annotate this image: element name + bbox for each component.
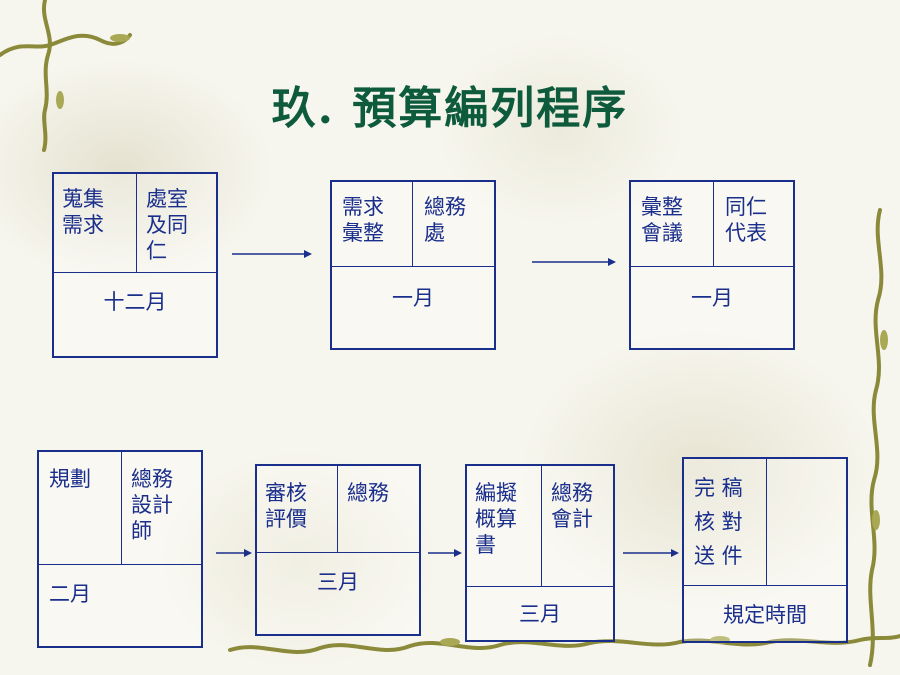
arrow-3 bbox=[216, 549, 252, 557]
page-title: 玖. 預算編列程序 bbox=[271, 83, 629, 134]
step-box-5: 審核 評價 總務 三月 bbox=[255, 464, 421, 636]
step-divider bbox=[337, 466, 338, 552]
step-box-2: 需求 彙整 總務 處 一月 bbox=[330, 180, 496, 350]
step-box-4: 規劃 總務 設計 師 二月 bbox=[37, 450, 203, 648]
step-owner: 總務 bbox=[347, 481, 389, 505]
step-header bbox=[257, 466, 419, 553]
step-divider bbox=[412, 182, 413, 266]
step-month: 規定時間 bbox=[723, 603, 807, 627]
step-divider bbox=[121, 452, 122, 564]
step-header bbox=[684, 459, 846, 586]
step-task: 規劃 bbox=[49, 467, 91, 491]
step-box-1: 蒐集 需求 處室 及同 仁 十二月 bbox=[52, 172, 218, 358]
arrow-1 bbox=[232, 250, 312, 258]
step-divider bbox=[136, 174, 137, 272]
step-divider bbox=[766, 459, 767, 585]
step-task: 編擬 概算 書 bbox=[475, 481, 517, 557]
step-owner: 同仁 代表 bbox=[725, 195, 767, 245]
arrow-4 bbox=[428, 549, 462, 557]
step-box-3: 彙整 會議 同仁 代表 一月 bbox=[629, 180, 795, 350]
step-owner: 總務 設計 師 bbox=[131, 467, 173, 543]
step-header bbox=[54, 174, 216, 273]
step-divider bbox=[713, 182, 714, 266]
step-box-7: 完 稿 核 對 送 件 規定時間 bbox=[682, 457, 848, 643]
step-header bbox=[631, 182, 793, 267]
step-task: 完 稿 核 對 送 件 bbox=[694, 476, 743, 568]
step-header bbox=[467, 466, 613, 587]
step-month: 一月 bbox=[392, 286, 434, 310]
step-box-6: 編擬 概算 書 總務 會計 三月 bbox=[465, 464, 615, 642]
step-month: 一月 bbox=[691, 286, 733, 310]
step-task: 需求 彙整 bbox=[342, 195, 384, 245]
step-month: 三月 bbox=[519, 602, 561, 626]
arrow-5 bbox=[623, 549, 679, 557]
step-owner: 處室 及同 仁 bbox=[146, 187, 188, 263]
step-task: 彙整 會議 bbox=[641, 195, 683, 245]
step-month: 十二月 bbox=[103, 290, 167, 314]
step-header bbox=[39, 452, 201, 565]
vine-top-left bbox=[0, 33, 132, 57]
vine-top-left-stem bbox=[41, 0, 52, 152]
step-owner: 總務 處 bbox=[424, 195, 466, 245]
step-owner: 總務 會計 bbox=[551, 481, 593, 531]
step-divider bbox=[541, 466, 542, 586]
arrow-2 bbox=[532, 258, 616, 266]
step-month: 二月 bbox=[49, 582, 91, 606]
vine-right bbox=[868, 208, 884, 667]
step-task: 審核 評價 bbox=[265, 481, 307, 531]
step-header bbox=[332, 182, 494, 267]
step-task: 蒐集 需求 bbox=[62, 187, 104, 237]
step-month: 三月 bbox=[317, 570, 359, 594]
